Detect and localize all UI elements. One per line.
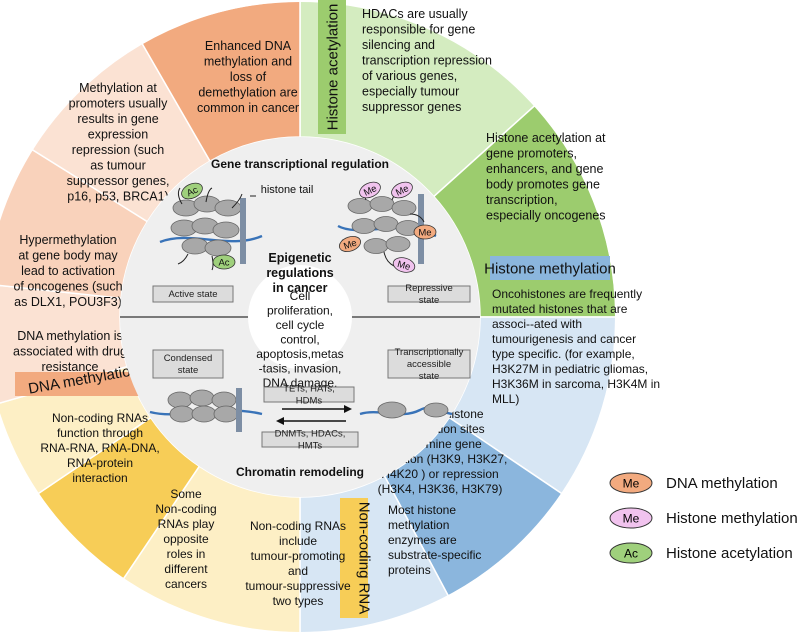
legend-item-histone-methylation: Me Histone methylation: [608, 505, 798, 531]
category-label-histone_acetylation: Histone acetylation: [318, 0, 346, 134]
svg-text:Me: Me: [394, 183, 411, 199]
nucleosome: [213, 405, 239, 423]
svg-text:Active state: Active state: [168, 289, 217, 300]
nucleosome: [169, 405, 195, 423]
nucleosome: [181, 237, 209, 255]
enzymes-top-box: TETs, HATs,HDMs: [263, 384, 355, 407]
legend-item-histone-acetylation: Ac Histone acetylation: [608, 540, 793, 566]
svg-text:Me: Me: [342, 238, 358, 253]
svg-text:Me: Me: [623, 477, 640, 491]
legend-item-dna-methylation: Me DNA methylation: [608, 470, 778, 496]
acetyl-mark-bottom: Ac: [212, 254, 236, 270]
acetyl-mark-top: Ac: [181, 182, 203, 200]
nucleosome: [373, 216, 399, 232]
enzymes-bottom-box: DNMTs, HDACs,HMTs: [261, 429, 359, 452]
svg-text:Me: Me: [362, 183, 379, 199]
nucleosome: [369, 196, 395, 212]
svg-text:Ac: Ac: [218, 258, 229, 269]
histone-post-condensed: [236, 388, 242, 432]
dna-strand: [159, 234, 263, 244]
legend-label: Histone methylation: [666, 509, 798, 527]
dna-methylation-pill-icon: Me: [609, 472, 653, 494]
nucleosome: [423, 402, 449, 418]
histone-tail-post: [240, 198, 246, 264]
histone-methyl-mark-3: Me: [392, 257, 416, 273]
category-label-non_coding_rna: Non-coding RNA: [340, 498, 372, 618]
dna-methyl-mark: Me: [338, 236, 362, 253]
svg-text:Histone acetylation: Histone acetylation: [324, 4, 341, 131]
gene-transcription-title: Gene transcriptional regulation: [211, 157, 389, 171]
nucleosome: [363, 238, 389, 254]
svg-text:Ac: Ac: [185, 184, 200, 199]
svg-text:Me: Me: [396, 259, 412, 273]
nucleosome: [211, 391, 237, 409]
legend-label: Histone acetylation: [666, 544, 793, 562]
nucleosome: [189, 389, 215, 407]
histone-methyl-mark-2: Me: [391, 181, 413, 199]
histone-acetylation-pill-icon: Ac: [609, 542, 653, 564]
nucleosome: [204, 239, 232, 257]
histone-methylation-pill-icon: Me: [609, 507, 653, 529]
nucleosome: [351, 218, 377, 234]
center-circle: Gene transcriptional regulationChromatin…: [120, 137, 480, 497]
nucleosome: [191, 405, 217, 423]
nucleosome: [377, 401, 407, 419]
core-circle: [248, 265, 352, 369]
chromatin-remodeling-title: Chromatin remodeling: [236, 465, 364, 479]
histone-methyl-mark-1: Me: [359, 181, 381, 199]
svg-text:Histone methylation: Histone methylation: [484, 260, 616, 277]
nucleosome: [347, 198, 373, 214]
legend-label: DNA methylation: [666, 474, 778, 492]
active-state-box: Active state: [152, 285, 234, 303]
nucleosome: [167, 391, 193, 409]
svg-text:TETs, HATs,HDMs: TETs, HATs,HDMs: [283, 384, 335, 407]
nucleosome: [391, 200, 417, 216]
histone-tail-label: histone tail: [261, 184, 314, 196]
svg-text:Non-coding RNA: Non-coding RNA: [355, 502, 372, 615]
category-label-histone_methylation: Histone methylation: [484, 256, 616, 280]
svg-text:Ac: Ac: [624, 547, 638, 561]
nucleosome: [212, 221, 240, 239]
svg-text:Me: Me: [623, 512, 640, 526]
svg-text:Me: Me: [418, 228, 431, 239]
dna-methyl-mark-2: Me: [413, 224, 437, 240]
nucleosome: [385, 236, 411, 252]
svg-text:DNMTs, HDACs,HMTs: DNMTs, HDACs,HMTs: [275, 429, 346, 452]
